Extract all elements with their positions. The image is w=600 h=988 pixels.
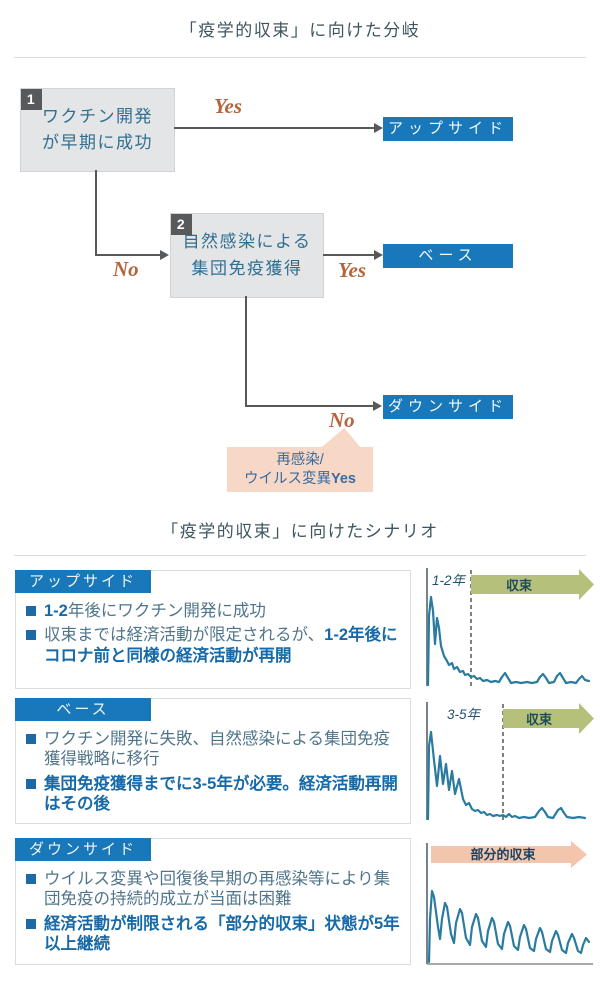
node2-label-line1: 自然感染による — [182, 232, 312, 252]
period-label: 1-2年 — [432, 573, 467, 588]
scenario-base-header: ベース — [15, 698, 151, 721]
connector-node1-upside — [174, 127, 377, 129]
branch1-yes-label: Yes — [214, 94, 242, 118]
bullet-text: 集団免疫獲得までに3-5年が必要。経済活動再開はその後 — [44, 774, 398, 814]
node1-number-badge: 1 — [21, 89, 42, 110]
section1-divider — [14, 57, 586, 58]
period-label: 3-5年 — [447, 707, 482, 722]
arrowhead-base — [374, 250, 383, 260]
connector-node2-down — [245, 296, 247, 407]
bullet-square-icon — [26, 874, 36, 884]
convergence-arrow-shaft — [471, 575, 579, 594]
callout-line2: ウイルス変異Yes — [244, 471, 356, 488]
scenario-card-base: ベース ワクチン開発に失敗、自然感染による集団免疫獲得戦略に移行 集団免疫獲得ま… — [15, 698, 411, 824]
node1-label-line1: ワクチン開発 — [42, 106, 153, 126]
bullet-square-icon — [26, 734, 36, 744]
scenario-downside-header: ダウンサイド — [15, 838, 151, 861]
bullet-item: 経済活動が制限される「部分的収束」状態が5年以上継続 — [26, 914, 404, 955]
callout-text: 再感染/ ウイルス変異Yes — [227, 451, 373, 489]
connector-node1-down — [95, 170, 97, 256]
outcome-upside: アップサイド — [383, 117, 513, 141]
bullet-item: 1-2年後にワクチン開発に成功 — [26, 601, 404, 621]
flow-node-vaccine-success: 1 ワクチン開発 が早期に成功 — [20, 88, 175, 172]
scenario-base-bullets: ワクチン開発に失敗、自然感染による集団免疫獲得戦略に移行 集団免疫獲得までに3-… — [26, 729, 404, 815]
scenario-card-upside: アップサイド 1-2年後にワクチン開発に成功 収束までは経済活動が限定されるが、… — [15, 570, 411, 689]
bullet-text: ウイルス変異や回復後早期の再感染等により集団免疫の持続的成立が当面は困難 — [44, 870, 391, 909]
partial-convergence-arrow-label: 部分的収束 — [470, 847, 536, 862]
convergence-arrow-label: 収束 — [526, 712, 553, 727]
outcome-base: ベース — [383, 244, 513, 268]
bullet-square-icon — [26, 918, 36, 929]
scenario-upside-bullets: 1-2年後にワクチン開発に成功 収束までは経済活動が限定されるが、1-2年後にコ… — [26, 601, 404, 666]
base-chart: 3-5年 収束 — [426, 702, 594, 821]
connector-no-node2 — [95, 254, 163, 256]
infection-curve — [426, 595, 591, 687]
callout-yes: Yes — [331, 471, 356, 488]
section1-title: 「疫学的収束」に向けた分岐 — [179, 21, 421, 40]
section2-divider — [14, 555, 586, 556]
flow-node-herd-immunity: 2 自然感染による 集団免疫獲得 — [170, 213, 324, 298]
partial-convergence-arrow-head — [571, 841, 587, 868]
node2-label-line2: 集団免疫獲得 — [191, 258, 303, 278]
callout-line1: 再感染/ — [276, 452, 324, 468]
scenario-card-downside: ダウンサイド ウイルス変異や回復後早期の再感染等により集団免疫の持続的成立が当面… — [15, 838, 411, 965]
convergence-arrow-head — [579, 703, 594, 734]
node2-number-badge: 2 — [171, 214, 192, 235]
bullet-text: ワクチン開発に失敗、自然感染による集団免疫獲得戦略に移行 — [44, 730, 391, 769]
arrowhead-upside — [374, 123, 383, 133]
partial-convergence-arrow-shaft — [431, 846, 571, 863]
bullet-text: 経済活動が制限される「部分的収束」状態が5年以上継続 — [44, 914, 400, 954]
arrowhead-downside — [373, 401, 382, 411]
bullet-item: ウイルス変異や回復後早期の再感染等により集団免疫の持続的成立が当面は困難 — [26, 869, 404, 910]
upside-chart: 1-2年 収束 — [426, 568, 594, 687]
bullet-item: ワクチン開発に失敗、自然感染による集団免疫獲得戦略に移行 — [26, 729, 404, 770]
convergence-arrow-head — [579, 569, 594, 600]
bullet-item: 収束までは経済活動が限定されるが、1-2年後にコロナ前と同様の経済活動が再開 — [26, 625, 404, 666]
convergence-arrow-label: 収束 — [506, 578, 533, 593]
bullet-square-icon — [26, 630, 36, 641]
scenario-upside-header: アップサイド — [15, 570, 151, 593]
infection-curve — [427, 889, 591, 964]
scenario-downside-bullets: ウイルス変異や回復後早期の再感染等により集団免疫の持続的成立が当面は困難 経済活… — [26, 869, 404, 955]
connector-node2-base — [323, 254, 377, 256]
node1-label-line2: が早期に成功 — [42, 133, 153, 152]
bullet-square-icon — [26, 606, 36, 616]
bullet-square-icon — [26, 778, 36, 789]
branch1-no-label: No — [113, 257, 139, 281]
connector-no-downside — [245, 405, 376, 407]
bullet-text: 収束までは経済活動が限定されるが、1-2年後にコロナ前と同様の経済活動が再開 — [44, 626, 398, 665]
convergence-arrow-shaft — [503, 709, 579, 728]
section2-title: 「疫学的収束」に向けたシナリオ — [161, 522, 439, 541]
reinfection-callout: 再感染/ ウイルス変異Yes — [227, 447, 373, 492]
bullet-text: 1-2年後にワクチン開発に成功 — [44, 602, 266, 620]
outcome-downside: ダウンサイド — [383, 395, 513, 419]
infection-curve — [426, 730, 587, 821]
downside-chart: 部分的収束 — [426, 841, 593, 965]
branch2-no-label: No — [329, 408, 355, 432]
arrowhead-node2 — [160, 250, 169, 260]
bullet-item: 集団免疫獲得までに3-5年が必要。経済活動再開はその後 — [26, 774, 404, 815]
branch2-yes-label: Yes — [338, 258, 366, 282]
